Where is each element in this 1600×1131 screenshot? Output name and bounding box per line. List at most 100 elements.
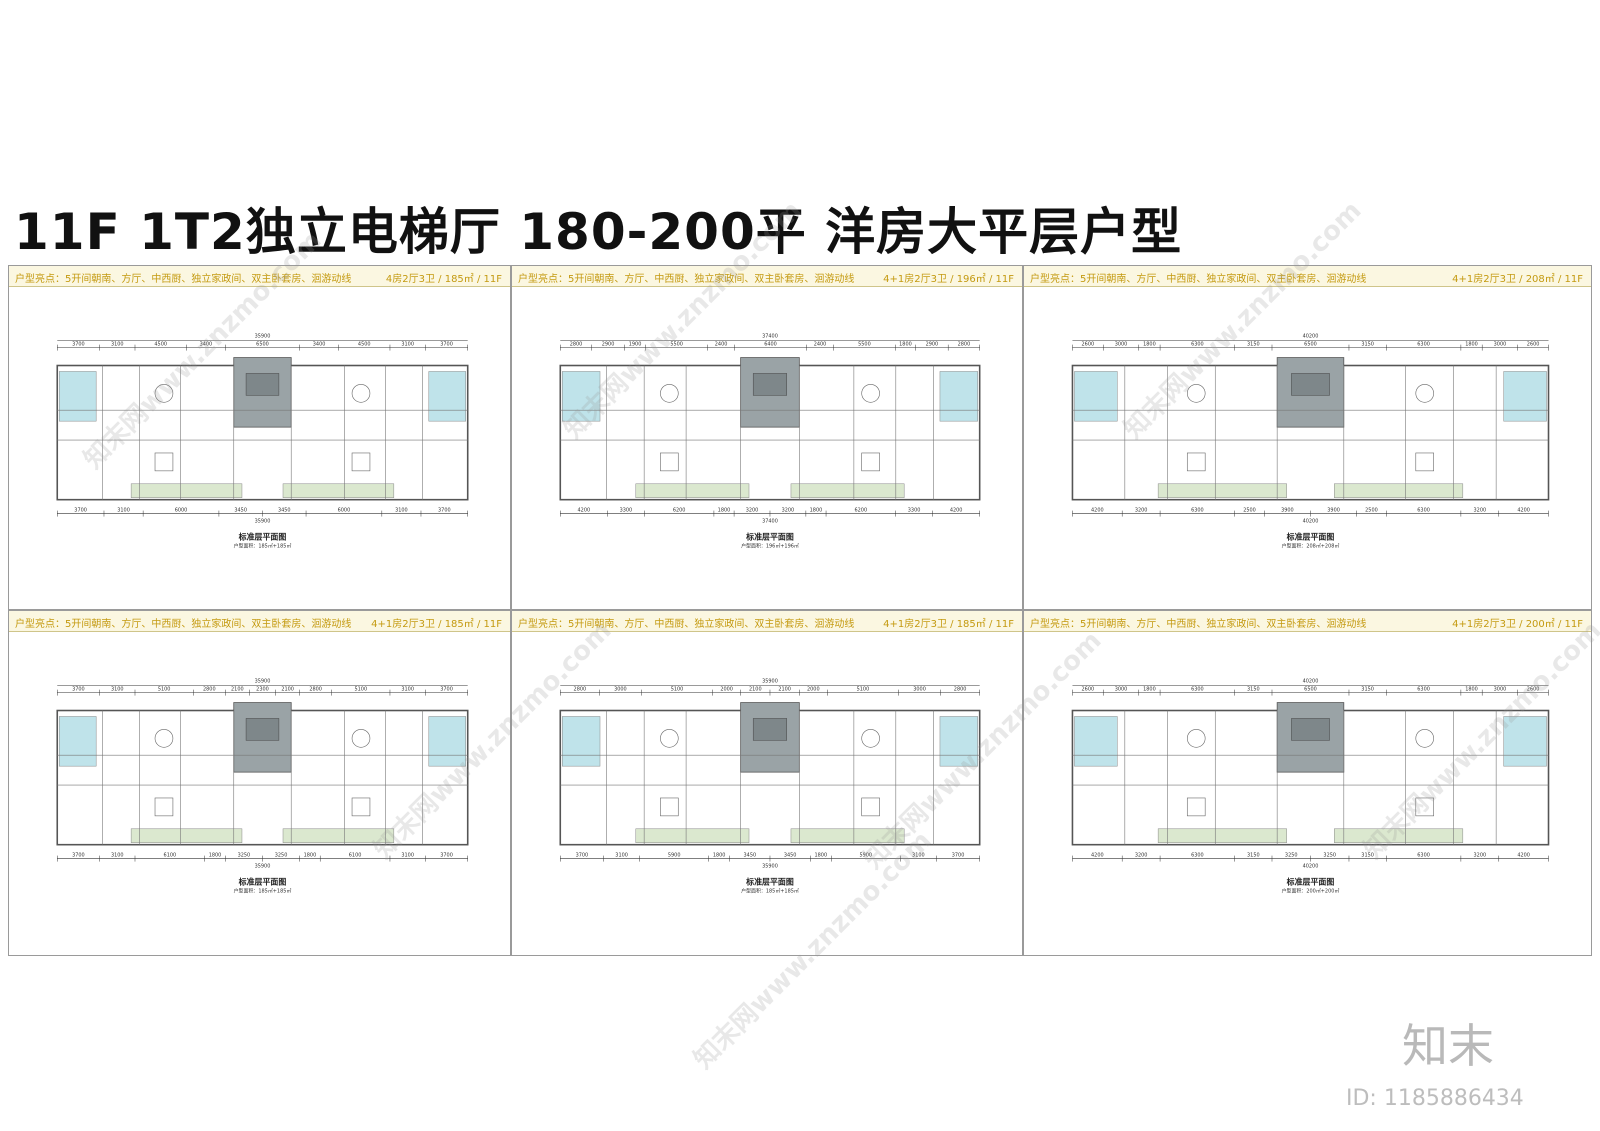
dimension-label: 6300 — [1191, 508, 1204, 514]
dimension-label: 1800 — [1465, 687, 1478, 693]
dimension-label: 4200 — [1517, 853, 1530, 859]
dining-table — [1186, 729, 1206, 748]
area-label: 户型面积：185㎡+185㎡ — [234, 542, 292, 549]
area-label: 户型面积：185㎡+185㎡ — [234, 887, 292, 894]
living-room-furniture — [660, 452, 679, 472]
dimension-label: 2500 — [1243, 508, 1256, 514]
plan-title: 标准层平面图 — [745, 531, 794, 541]
elevator-core — [740, 357, 800, 428]
dining-table — [1186, 384, 1206, 403]
dimension-label: 3900 — [1327, 508, 1340, 514]
dimension-label: 6100 — [164, 853, 177, 859]
balcony — [130, 828, 243, 843]
dimension-label: 2800 — [570, 342, 583, 348]
dimension-label: 3100 — [395, 508, 408, 514]
bathroom — [1074, 716, 1118, 767]
dimension-label: 3150 — [1247, 853, 1260, 859]
dimension-label: 4500 — [358, 342, 371, 348]
dimension-label: 3100 — [111, 687, 124, 693]
dimension-label: 4500 — [154, 342, 167, 348]
panel-header: 户型亮点：5开间朝南、方厅、中西厨、独立家政间、双主卧套房、洄游动线 4房2厅3卫… — [9, 266, 510, 287]
dimension-label: 3000 — [1115, 342, 1128, 348]
dimension-label: 1800 — [718, 508, 731, 514]
total-width-label: 35900 — [762, 864, 778, 870]
highlight-text: 户型亮点：5开间朝南、方厅、中西厨、独立家政间、双主卧套房、洄游动线 — [15, 274, 352, 285]
dimension-label: 3000 — [1494, 342, 1507, 348]
dimension-label: 3150 — [1361, 687, 1374, 693]
dimension-label: 6300 — [1191, 342, 1204, 348]
brand-logo: 知末 — [1402, 1019, 1494, 1073]
dimension-label: 2400 — [715, 342, 728, 348]
dimension-label: 3000 — [913, 687, 926, 693]
dimension-label: 5500 — [858, 342, 871, 348]
dimension-label: 2600 — [1527, 687, 1540, 693]
dimension-label: 5100 — [671, 687, 684, 693]
dimension-label: 3250 — [1285, 853, 1298, 859]
dimension-label: 6300 — [1191, 687, 1204, 693]
dining-table — [1415, 729, 1434, 748]
dimension-label: 1800 — [713, 853, 726, 859]
dimension-label: 3100 — [401, 687, 414, 693]
dimension-label: 6200 — [673, 508, 686, 514]
bathroom — [939, 371, 978, 422]
total-width-label: 40200 — [1303, 864, 1319, 870]
dimension-label: 2300 — [256, 687, 269, 693]
living-room-furniture — [1415, 452, 1434, 472]
living-room-furniture — [154, 452, 174, 472]
dimension-label: 2400 — [814, 342, 827, 348]
dimension-label: 3200 — [782, 508, 795, 514]
living-room-furniture — [861, 452, 880, 472]
dimension-label: 4200 — [1091, 508, 1104, 514]
living-room-furniture — [1415, 797, 1434, 817]
elevator-shaft — [1291, 718, 1330, 741]
dimension-label: 4200 — [578, 508, 591, 514]
dimension-label: 6000 — [175, 508, 188, 514]
dimension-label: 3150 — [1361, 342, 1374, 348]
dimension-label: 2600 — [1082, 342, 1095, 348]
highlight-text: 户型亮点：5开间朝南、方厅、中西厨、独立家政间、双主卧套房、洄游动线 — [518, 274, 855, 285]
dimension-label: 6500 — [256, 342, 269, 348]
dimension-label: 3100 — [117, 508, 130, 514]
dining-table — [351, 729, 371, 748]
balcony — [1334, 828, 1464, 843]
balcony — [282, 828, 395, 843]
dimension-label: 3450 — [744, 853, 757, 859]
balcony — [635, 828, 750, 843]
dimension-label: 3700 — [576, 853, 589, 859]
balcony — [635, 483, 750, 498]
dimension-label: 2100 — [281, 687, 294, 693]
dimension-label: 3900 — [1281, 508, 1294, 514]
dimension-label: 5100 — [355, 687, 368, 693]
page-title: 11F 1T2独立电梯厅 180-200平 洋房大平层户型 — [14, 203, 1183, 261]
balcony — [790, 828, 905, 843]
dimension-label: 3200 — [1135, 853, 1148, 859]
dimension-label: 3450 — [784, 853, 797, 859]
dimension-label: 5500 — [670, 342, 683, 348]
dimension-label: 6500 — [1304, 687, 1317, 693]
spec-text: 4房2厅3卫 / 185㎡ / 11F — [385, 274, 502, 285]
plan-title: 标准层平面图 — [1286, 876, 1335, 886]
dimension-label: 2600 — [1082, 687, 1095, 693]
dimension-label: 3700 — [72, 342, 85, 348]
spec-text: 4+1房2厅3卫 / 185㎡ / 11F — [883, 619, 1014, 630]
dimension-label: 5900 — [859, 853, 872, 859]
dimension-label: 3100 — [615, 853, 628, 859]
dimension-label: 3450 — [278, 508, 291, 514]
total-width-label: 35900 — [255, 334, 271, 340]
area-label: 户型面积：185㎡+185㎡ — [741, 887, 799, 894]
dimension-label: 1800 — [899, 342, 912, 348]
bathroom — [428, 716, 466, 767]
elevator-shaft — [1291, 373, 1330, 396]
dimension-label: 3100 — [401, 853, 414, 859]
highlight-text: 户型亮点：5开间朝南、方厅、中西厨、独立家政间、双主卧套房、洄游动线 — [15, 619, 352, 630]
dining-table — [1415, 384, 1434, 403]
total-width-label: 35900 — [255, 519, 271, 525]
bathroom — [428, 371, 466, 422]
